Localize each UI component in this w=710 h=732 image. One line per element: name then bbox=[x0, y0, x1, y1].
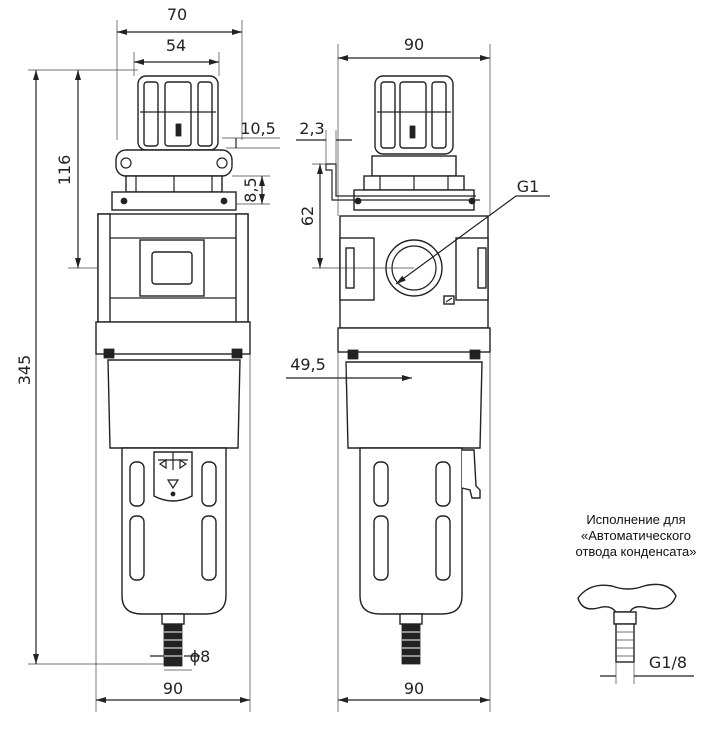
dim-side-bottom-width: 90 bbox=[404, 679, 424, 698]
drain-note-line-1: Исполнение для bbox=[586, 512, 685, 527]
mounting-bracket bbox=[325, 163, 480, 201]
side-bonnet bbox=[353, 155, 476, 211]
dim-front-bolt-offset: 10,5 bbox=[240, 119, 276, 138]
front-adjusting-knob bbox=[137, 75, 219, 151]
dim-front-top-width: 70 bbox=[167, 5, 187, 24]
drain-note-line-2: «Автоматического bbox=[581, 528, 691, 543]
dim-front-drain-diameter: ϕ8 bbox=[190, 647, 211, 666]
bowl-bottom-profile bbox=[577, 583, 677, 613]
front-drain-fitting bbox=[161, 613, 185, 667]
dim-side-bracket-height: 62 bbox=[298, 206, 317, 226]
dim-side-bracket-thickness: 2,3 bbox=[299, 119, 324, 138]
drain-fitting-g18 bbox=[613, 611, 637, 625]
side-drain-fitting bbox=[399, 613, 423, 665]
dim-side-top-width: 90 bbox=[404, 35, 424, 54]
front-view bbox=[95, 75, 251, 667]
side-view bbox=[325, 75, 491, 665]
dim-side-bowl-offset: 49,5 bbox=[290, 355, 326, 374]
side-adjusting-knob bbox=[374, 75, 454, 155]
dim-side-port-thread: G1 bbox=[517, 177, 540, 196]
front-bonnet bbox=[111, 149, 237, 211]
dim-drain-thread: G1/8 bbox=[649, 653, 687, 672]
dim-front-knob-width: 54 bbox=[166, 36, 186, 55]
drain-option-detail bbox=[577, 583, 677, 663]
dim-front-bottom-width: 90 bbox=[163, 679, 183, 698]
dimension-lines bbox=[28, 20, 694, 712]
front-bowl bbox=[107, 359, 241, 615]
side-bowl bbox=[345, 361, 483, 615]
front-body bbox=[95, 213, 251, 359]
dim-front-upper-height: 116 bbox=[55, 155, 74, 186]
drain-note-line-3: отвода конденсата» bbox=[576, 544, 697, 559]
drain-option-note: Исполнение для «Автоматического отвода к… bbox=[576, 512, 697, 559]
dim-front-overall-height: 345 bbox=[15, 355, 34, 386]
dim-front-nut-height: 8,5 bbox=[241, 177, 260, 202]
side-body bbox=[337, 215, 491, 360]
